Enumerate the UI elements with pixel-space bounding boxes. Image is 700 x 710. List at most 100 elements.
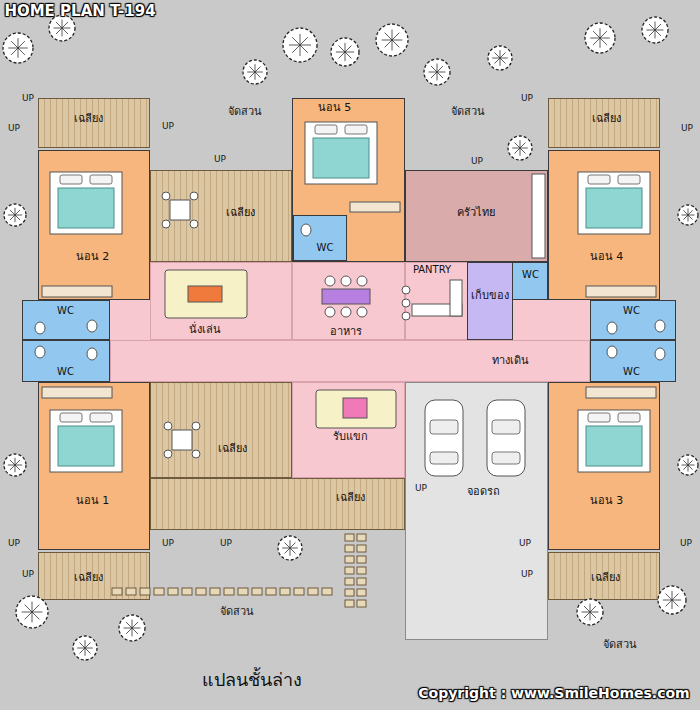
- tree-branch: [683, 460, 688, 465]
- room-label: เฉลียง: [226, 206, 255, 219]
- tree-branch: [345, 52, 354, 53]
- stepping-stone: [140, 588, 150, 595]
- bed-pillow: [90, 413, 112, 422]
- tree-branch: [520, 148, 526, 154]
- tree-branch: [429, 72, 437, 73]
- sanitary-fixture: [301, 224, 311, 236]
- tree-branch: [590, 612, 596, 618]
- tree-branch: [672, 591, 673, 600]
- coffee-table-group: [343, 398, 367, 418]
- room-label: WC: [317, 242, 334, 254]
- tree-branch: [392, 30, 393, 40]
- tree-branch: [584, 612, 590, 618]
- tree-branch: [25, 605, 32, 612]
- tree-crown: [376, 24, 408, 56]
- car-window: [430, 420, 458, 434]
- room-label: นอน 5: [318, 101, 352, 114]
- dining-table-group: [322, 289, 370, 304]
- coffee-table: [343, 398, 367, 418]
- tree-symbol: [678, 455, 698, 475]
- plan-title: HOME PLAN T-194: [4, 2, 155, 20]
- car-window-group: [430, 420, 520, 464]
- tree-branch: [300, 45, 308, 53]
- stepping-stone: [357, 600, 366, 607]
- tree-crown: [331, 38, 359, 66]
- tree-branch: [15, 460, 20, 465]
- tree-crown: [585, 23, 615, 53]
- dining-chair: [325, 307, 335, 317]
- dining-chair-group: [325, 276, 367, 317]
- garden-label: จัดสวน: [451, 105, 485, 118]
- tree-branch: [688, 465, 689, 472]
- sanitary-fixture: [607, 322, 617, 334]
- tree-branch: [11, 41, 18, 48]
- tree-branch: [494, 58, 500, 64]
- stepping-stone: [224, 588, 234, 595]
- tree-branch: [300, 34, 301, 45]
- bed-blanket: [58, 426, 114, 466]
- tree-branch: [15, 215, 20, 220]
- room-label: เฉลียง: [336, 491, 365, 504]
- garden-label: จัดสวน: [603, 638, 637, 651]
- tree-branch: [32, 612, 39, 619]
- sanitary-fixture: [35, 322, 45, 334]
- tree-crown: [16, 596, 48, 628]
- garden-label: จัดสวน: [228, 105, 262, 118]
- stair-mark: UP: [519, 538, 531, 549]
- tree-branch: [15, 208, 16, 215]
- tree-branch: [590, 604, 591, 612]
- tree-branch: [688, 459, 689, 466]
- tree-branch: [500, 50, 501, 58]
- room-label: เก็บของ: [471, 289, 509, 302]
- tree-branch: [15, 458, 16, 465]
- tree-branch: [520, 140, 521, 148]
- stepping-stone: [126, 588, 136, 595]
- tree-branch: [15, 465, 22, 466]
- stair-mark: UP: [8, 538, 20, 549]
- room-label: เฉลียง: [74, 571, 103, 584]
- bed-frame-group: [50, 122, 650, 472]
- tree-branch: [382, 40, 392, 41]
- tree-branch: [649, 30, 655, 36]
- patio-chair: [190, 192, 198, 200]
- tree-branch: [666, 594, 672, 600]
- tree-branch: [590, 38, 600, 39]
- tree-branch: [62, 20, 63, 28]
- pantry-counter-group: [412, 280, 462, 316]
- tree-branch: [683, 465, 688, 470]
- room-label: นอน 2: [76, 250, 110, 263]
- tree-crown: [73, 636, 97, 660]
- tree-symbol: [4, 454, 26, 476]
- tree-symbol: [3, 33, 33, 63]
- tree-branch: [85, 648, 91, 654]
- tree-branch: [15, 215, 16, 222]
- tree-branch: [682, 465, 689, 466]
- tree-branch: [600, 38, 607, 45]
- kitchen-counter: [532, 174, 545, 258]
- tree-branch: [32, 612, 33, 622]
- car-window: [492, 420, 520, 434]
- stepping-stone: [154, 588, 164, 595]
- car-window: [492, 452, 520, 464]
- tree-branch: [249, 66, 255, 72]
- tree-branch: [500, 52, 506, 58]
- tree-crown: [243, 60, 267, 84]
- bed-pillow: [618, 175, 640, 184]
- bed-frame: [305, 122, 377, 184]
- tree-branch: [520, 148, 528, 149]
- stepping-stone-group: [112, 534, 366, 607]
- tree-symbol: [243, 60, 267, 84]
- stepping-stone: [280, 588, 290, 595]
- bed-pillow: [90, 175, 112, 184]
- tree-branch: [672, 594, 678, 600]
- tree-crown: [424, 59, 450, 85]
- patio-table-group: [170, 200, 192, 450]
- dining-chair: [341, 307, 351, 317]
- stepping-stone: [266, 588, 276, 595]
- tree-branch: [647, 30, 655, 31]
- tree-branch: [437, 72, 438, 80]
- sofa-set: [316, 390, 396, 428]
- tree-crown: [283, 28, 317, 62]
- tree-branch: [600, 31, 607, 38]
- tree-branch: [649, 24, 655, 30]
